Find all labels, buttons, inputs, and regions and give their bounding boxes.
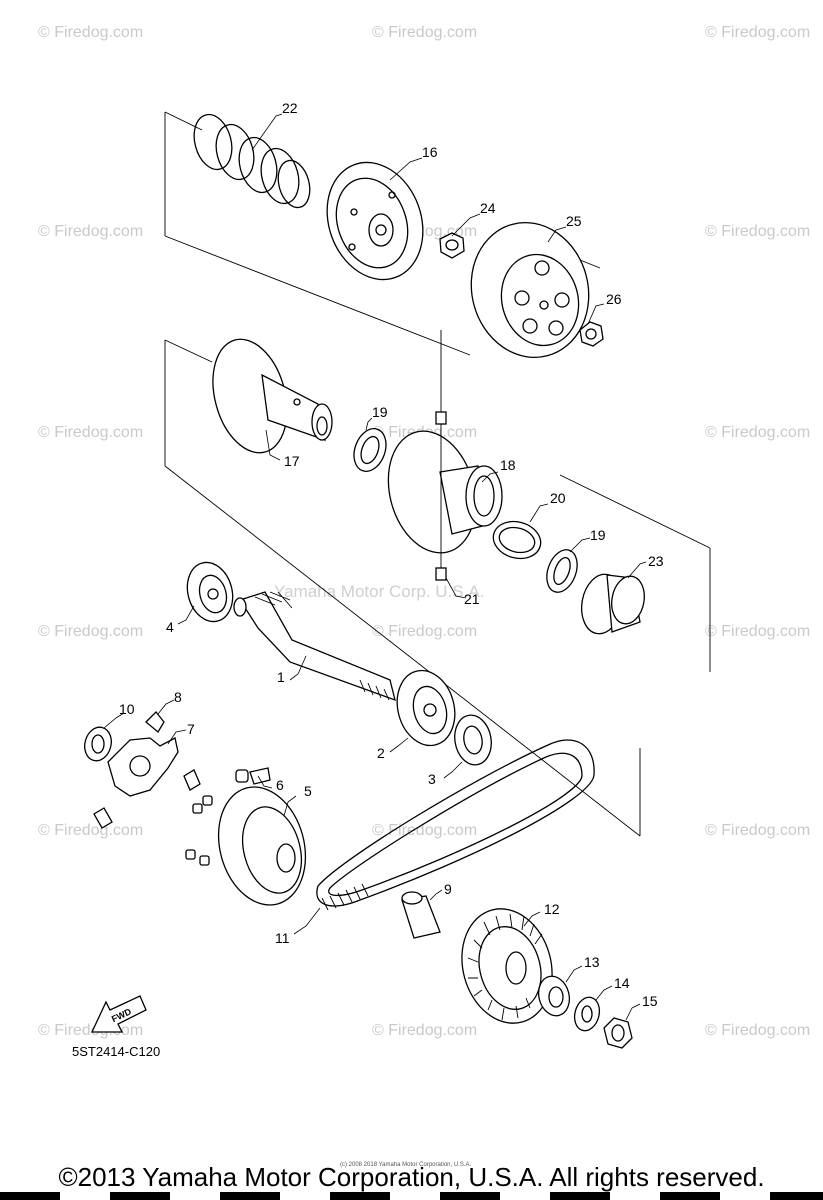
callout-23: 23 (648, 553, 664, 569)
watermark-r3-right: © Firedog.com (705, 424, 811, 441)
part-v-belt (316, 739, 595, 911)
watermark-r5-center: © Firedog.com (372, 822, 478, 839)
callout-12: 12 (544, 901, 560, 917)
callout-4: 4 (166, 619, 174, 635)
callout-22: 22 (282, 100, 298, 116)
part-fixed-sheave (461, 908, 553, 1024)
diagram-code: 5ST2414-C120 (72, 1044, 161, 1059)
watermark-r3-left: © Firedog.com (38, 424, 144, 441)
part-collar-9 (401, 891, 441, 939)
part-oil-seal-upper (353, 428, 387, 472)
callout-6: 6 (276, 777, 284, 793)
callout-5: 5 (304, 783, 312, 799)
part-oil-seal-lower (546, 549, 578, 593)
cut-off-bottom-text (0, 1192, 823, 1200)
watermark-r5-left: © Firedog.com (38, 822, 144, 839)
part-washer-14 (573, 996, 601, 1032)
part-clutch-housing (470, 221, 590, 359)
callout-21: 21 (464, 591, 480, 607)
watermark-r6-right: © Firedog.com (705, 1022, 811, 1039)
callout-3: 3 (428, 771, 436, 787)
watermark-r4-right: © Firedog.com (705, 623, 811, 640)
part-collar-23 (580, 573, 645, 635)
fwd-arrow-icon: FWD (90, 995, 147, 1033)
callout-18: 18 (500, 457, 516, 473)
part-bearing-2 (396, 669, 456, 747)
part-nut-13 (537, 975, 571, 1017)
callout-20: 20 (550, 490, 566, 506)
part-bearing-4 (186, 561, 234, 623)
callout-26: 26 (606, 291, 622, 307)
watermark-r2-right: © Firedog.com (705, 223, 811, 240)
watermark-r2-left: © Firedog.com (38, 223, 144, 240)
callout-2: 2 (377, 745, 385, 761)
part-sliders (93, 769, 213, 866)
callout-17: 17 (284, 453, 300, 469)
callout-19-lower: 19 (590, 527, 606, 543)
watermark-r5-right: © Firedog.com (705, 822, 811, 839)
callout-15: 15 (642, 993, 658, 1009)
watermark-top-center: © Firedog.com (372, 24, 478, 41)
part-nut-15 (603, 1017, 633, 1049)
callout-8: 8 (174, 689, 182, 705)
part-oil-seal-3 (454, 714, 492, 766)
part-ring-20 (492, 520, 542, 560)
part-nut-26 (579, 321, 604, 347)
callout-7: 7 (187, 721, 195, 737)
callout-13: 13 (584, 954, 600, 970)
group-frame-middle (164, 339, 711, 837)
callout-9: 9 (444, 881, 452, 897)
part-movable-sheave (217, 786, 307, 906)
part-clutch-carrier (326, 161, 424, 281)
yamaha-center-watermark: Yamaha Motor Corp. U.S.A. (274, 582, 485, 601)
callout-24: 24 (480, 200, 496, 216)
callout-1: 1 (277, 669, 285, 685)
part-slider-8 (145, 711, 165, 733)
watermark-r6-center: © Firedog.com (372, 1022, 478, 1039)
part-washer-10 (84, 726, 112, 762)
part-spring (193, 113, 311, 209)
part-sliding-sheave (212, 338, 333, 454)
watermark-top-right: © Firedog.com (705, 24, 811, 41)
callout-11: 11 (275, 930, 290, 946)
callout-10: 10 (119, 701, 135, 717)
callout-16: 16 (422, 144, 438, 160)
tiny-notice: (c) 2008 2018 Yamaha Motor Corporation, … (340, 1162, 472, 1168)
callout-14: 14 (614, 975, 630, 991)
watermark-r4-center: © Firedog.com (372, 623, 478, 640)
part-nut-24 (439, 232, 465, 259)
copyright-notice: ©2013 Yamaha Motor Corporation, U.S.A. A… (58, 1162, 765, 1192)
part-cam-7 (107, 737, 179, 797)
part-primary-sheave (387, 330, 503, 581)
part-primary-shaft (233, 591, 396, 702)
leader-lines (103, 113, 647, 1021)
watermark-r4-left: © Firedog.com (38, 623, 144, 640)
callout-19-upper: 19 (372, 404, 388, 420)
watermark-top-left: © Firedog.com (38, 24, 144, 41)
callout-25: 25 (566, 213, 582, 229)
